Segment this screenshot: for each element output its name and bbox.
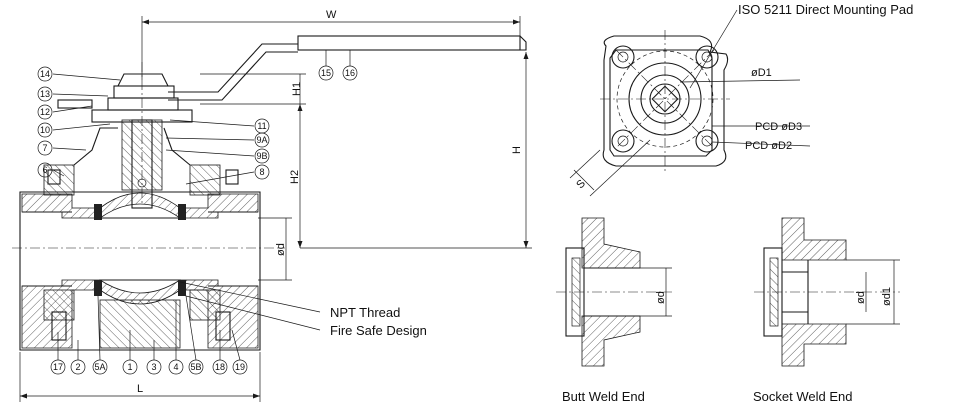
svg-text:13: 13 — [40, 89, 50, 99]
part-balloons — [52, 50, 351, 361]
dimension-lines — [19, 16, 532, 402]
iso-pad-label: ISO 5211 Direct Mounting Pad — [738, 2, 913, 17]
svg-text:11: 11 — [257, 121, 266, 131]
balloon-3: 3 — [146, 359, 162, 375]
balloon-9b: 9B — [254, 148, 270, 164]
svg-text:12: 12 — [40, 107, 50, 117]
balloon-16: 16 — [342, 65, 358, 81]
balloon-12: 12 — [37, 104, 53, 120]
balloon-13: 13 — [37, 86, 53, 102]
balloon-2: 2 — [70, 359, 86, 375]
svg-text:9A: 9A — [256, 135, 267, 145]
socket-weld-end-view — [754, 217, 900, 367]
balloon-10: 10 — [37, 122, 53, 138]
dim-pcd3-label: PCD øD3 — [755, 121, 802, 133]
socket-weld-caption: Socket Weld End — [753, 389, 852, 404]
svg-text:17: 17 — [53, 362, 63, 372]
balloon-9a: 9A — [254, 132, 270, 148]
balloon-5b: 5B — [188, 359, 204, 375]
svg-text:10: 10 — [40, 125, 50, 135]
dim-pcd2-label: PCD øD2 — [745, 140, 792, 152]
dim-d-label: ød — [275, 243, 287, 256]
dim-l-label: L — [137, 383, 143, 395]
svg-text:2: 2 — [75, 362, 80, 372]
dim-h-label: H — [511, 146, 523, 154]
balloon-14: 14 — [37, 66, 53, 82]
balloon-7: 7 — [37, 140, 53, 156]
balloon-18: 18 — [212, 359, 228, 375]
balloon-17: 17 — [50, 359, 66, 375]
balloon-6: 6 — [37, 162, 53, 178]
svg-text:5A: 5A — [94, 362, 105, 372]
balloon-4: 4 — [168, 359, 184, 375]
svg-text:7: 7 — [42, 143, 47, 153]
npt-thread-label: NPT Thread — [330, 305, 400, 320]
balloon-11: 11 — [254, 118, 270, 134]
butt-weld-caption: Butt Weld End — [562, 389, 645, 404]
svg-text:14: 14 — [40, 69, 50, 79]
balloon-8: 8 — [254, 164, 270, 180]
svg-text:18: 18 — [215, 362, 225, 372]
dim-s-label: S — [574, 178, 588, 192]
svg-text:6: 6 — [42, 165, 47, 175]
butt-weld-end-view — [556, 217, 672, 367]
svg-text:3: 3 — [151, 362, 156, 372]
butt-weld-d-label: ød — [655, 291, 667, 304]
socket-weld-d-label: ød — [855, 291, 867, 304]
socket-weld-d1-label: ød1 — [881, 287, 893, 306]
balloon-5a: 5A — [92, 359, 108, 375]
dim-h2-label: H2 — [289, 170, 301, 184]
svg-text:16: 16 — [345, 68, 355, 78]
balloon-1: 1 — [122, 359, 138, 375]
svg-text:5B: 5B — [190, 362, 201, 372]
balloon-15: 15 — [318, 65, 334, 81]
fire-safe-label: Fire Safe Design — [330, 323, 427, 338]
svg-text:9B: 9B — [256, 151, 267, 161]
dim-w-label: W — [326, 9, 337, 21]
balloon-19: 19 — [232, 359, 248, 375]
svg-text:15: 15 — [321, 68, 331, 78]
valve-section-view — [12, 35, 527, 351]
svg-text:1: 1 — [127, 362, 132, 372]
svg-text:19: 19 — [235, 362, 245, 372]
svg-text:8: 8 — [259, 167, 264, 177]
dim-d1-pad-label: øD1 — [751, 67, 772, 79]
dim-h1-label: H1 — [291, 82, 303, 96]
annotation-leaders — [179, 281, 321, 331]
iso-mounting-pad-view — [569, 9, 811, 197]
svg-text:4: 4 — [173, 362, 178, 372]
